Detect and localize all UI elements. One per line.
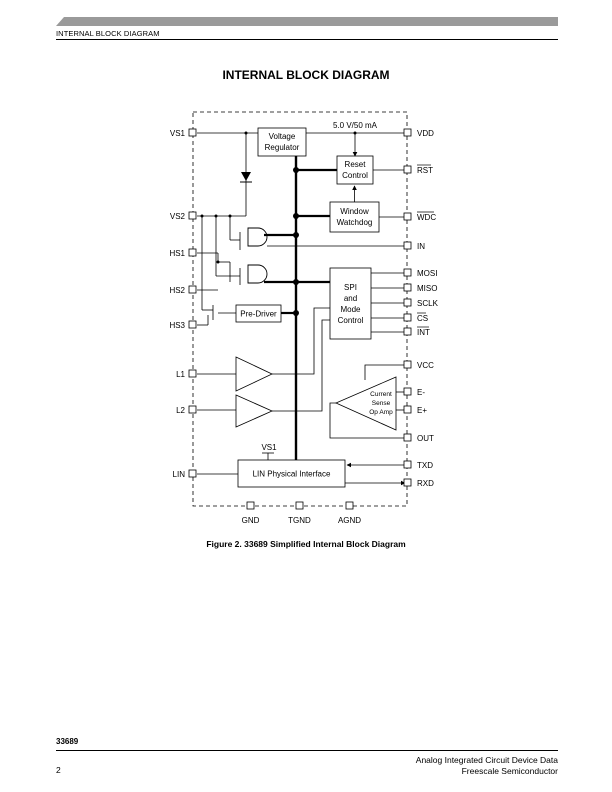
- chip-boundary: [192, 111, 408, 507]
- svg-text:SCLK: SCLK: [417, 299, 439, 308]
- svg-text:AGND: AGND: [338, 516, 361, 525]
- bottom-pin-labels: GND TGND AGND: [242, 516, 362, 525]
- figure-caption: Figure 2. 33689 Simplified Internal Bloc…: [206, 539, 406, 549]
- svg-text:GND: GND: [242, 516, 260, 525]
- svg-text:Pre-Driver: Pre-Driver: [240, 310, 277, 319]
- lin-supply-label: VS1: [261, 443, 277, 452]
- svg-text:Voltage: Voltage: [269, 132, 296, 141]
- spi-mode-control-block: SPI and Mode Control: [329, 267, 372, 340]
- current-sense-op-amp: Current Sense Op Amp: [335, 376, 397, 431]
- svg-text:OUT: OUT: [417, 434, 434, 443]
- hs1-driver-gate: [247, 227, 268, 247]
- svg-text:E+: E+: [417, 406, 427, 415]
- svg-text:TGND: TGND: [288, 516, 311, 525]
- svg-text:Current: Current: [370, 391, 392, 398]
- svg-text:RST: RST: [417, 166, 433, 175]
- voltage-regulator-block: Voltage Regulator: [257, 127, 307, 157]
- svg-text:Watchdog: Watchdog: [337, 218, 373, 227]
- svg-text:MISO: MISO: [417, 284, 437, 293]
- svg-text:VS1: VS1: [170, 129, 186, 138]
- svg-text:MOSI: MOSI: [417, 269, 437, 278]
- svg-text:LIN: LIN: [173, 470, 186, 479]
- hs2-driver-gate: [247, 264, 268, 284]
- svg-text:Control: Control: [342, 171, 368, 180]
- header-bar: [56, 17, 558, 26]
- l2-comparator: [235, 394, 273, 428]
- window-watchdog-block: Window Watchdog: [329, 201, 380, 233]
- left-pin-labels: VS1 VS2 HS1 HS2 HS3 L1 L2 LIN: [169, 129, 185, 479]
- svg-text:CS: CS: [417, 314, 428, 323]
- supply-label: 5.0 V/50 mA: [333, 121, 378, 130]
- svg-text:VCC: VCC: [417, 361, 434, 370]
- svg-text:Mode: Mode: [340, 305, 361, 314]
- svg-text:L2: L2: [176, 406, 185, 415]
- svg-text:Control: Control: [338, 316, 364, 325]
- svg-text:Sense: Sense: [372, 400, 391, 407]
- footer-rule: [56, 750, 558, 751]
- footer-part-number: 33689: [56, 737, 79, 746]
- svg-text:Reset: Reset: [345, 160, 367, 169]
- footer-page-number: 2: [56, 765, 61, 775]
- svg-text:SPI: SPI: [344, 283, 357, 292]
- svg-text:VS2: VS2: [170, 212, 186, 221]
- svg-text:HS1: HS1: [169, 249, 185, 258]
- svg-text:HS2: HS2: [169, 286, 185, 295]
- pre-driver-block: Pre-Driver: [235, 304, 282, 323]
- svg-text:INT: INT: [417, 328, 430, 337]
- reset-control-block: Reset Control: [336, 155, 374, 185]
- footer-company: Freescale Semiconductor: [461, 766, 558, 776]
- page-title: INTERNAL BLOCK DIAGRAM: [222, 68, 390, 82]
- l1-comparator: [235, 356, 273, 392]
- right-pin-labels: VDD RST WDC IN MOSI MISO SCLK CS INT VCC…: [417, 129, 439, 488]
- svg-text:HS3: HS3: [169, 321, 185, 330]
- svg-text:TXD: TXD: [417, 461, 433, 470]
- svg-text:VDD: VDD: [417, 129, 434, 138]
- header-section-label: INTERNAL BLOCK DIAGRAM: [56, 29, 160, 38]
- svg-text:WDC: WDC: [417, 213, 436, 222]
- svg-text:Window: Window: [340, 207, 369, 216]
- svg-text:RXD: RXD: [417, 479, 434, 488]
- svg-text:E-: E-: [417, 388, 425, 397]
- svg-text:L1: L1: [176, 370, 185, 379]
- svg-text:Regulator: Regulator: [265, 143, 300, 152]
- svg-text:Op Amp: Op Amp: [369, 409, 393, 416]
- svg-text:and: and: [344, 294, 357, 303]
- footer-doc-title: Analog Integrated Circuit Device Data: [415, 755, 558, 765]
- svg-text:LIN Physical Interface: LIN Physical Interface: [253, 470, 331, 479]
- lin-physical-interface-block: LIN Physical Interface: [237, 459, 346, 488]
- header-rule: [56, 39, 558, 40]
- svg-text:IN: IN: [417, 242, 425, 251]
